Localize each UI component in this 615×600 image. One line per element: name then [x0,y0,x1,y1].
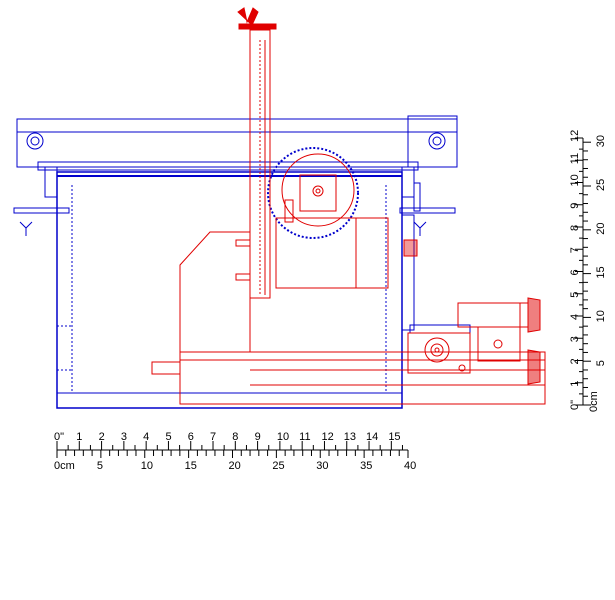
h-inch-label: 11 [299,431,310,443]
h-inch-label: 8 [232,431,238,443]
v-inch-label: 5 [569,292,581,298]
v-cm-label: 5 [595,360,607,366]
h-inch-label: 9 [255,431,261,443]
v-inch-label: 11 [569,153,581,164]
v-cm-label: 15 [595,266,607,278]
h-inch-label: 13 [344,431,356,443]
red-motor-body [179,231,251,353]
h-ruler-cm-zero: 0cm [54,460,75,472]
h-inch-label: 7 [210,431,216,443]
h-cm-label: 40 [404,460,416,472]
v-inch-label: 9 [569,203,581,209]
v-inch-label: 10 [569,174,581,186]
v-inch-label: 3 [569,336,581,342]
red-base [179,351,546,405]
h-cm-label: 20 [229,460,241,472]
h-inch-label: 6 [188,431,194,443]
v-inch-label: 6 [569,269,581,275]
h-inch-label: 10 [277,431,289,443]
h-inch-label: 14 [366,431,378,443]
red-feed-mechanism [407,332,471,374]
h-cm-label: 15 [185,460,197,472]
h-ruler-inch-zero: 0" [54,431,64,443]
blue-top-beam [16,118,458,168]
red-machine-outline [151,7,546,405]
blue-bolt-left [26,132,44,150]
blue-blade-guard [267,147,359,239]
v-cm-label: 20 [595,223,607,235]
h-inch-label: 5 [165,431,171,443]
h-cm-label: 10 [141,460,153,472]
red-column [249,29,271,299]
h-cm-label: 30 [316,460,328,472]
h-inch-label: 3 [121,431,127,443]
blue-bolt-right [428,132,446,150]
v-inch-label: 4 [569,314,581,320]
v-ruler-inch-zero: 0" [569,400,581,410]
v-inch-label: 1 [569,381,581,387]
v-inch-label: 2 [569,358,581,364]
v-cm-label: 10 [595,310,607,322]
h-cm-label: 25 [272,460,284,472]
v-ruler-cm-zero: 0cm [588,391,600,412]
red-blade-hub [281,153,355,227]
h-inch-label: 12 [321,431,333,443]
v-inch-label: 8 [569,225,581,231]
h-inch-label: 1 [76,431,82,443]
h-cm-label: 5 [97,460,103,472]
v-inch-label: 12 [569,130,581,142]
h-cm-label: 35 [360,460,372,472]
red-handle [237,7,259,26]
v-inch-label: 7 [569,247,581,253]
v-cm-label: 25 [595,179,607,191]
h-inch-label: 15 [388,431,400,443]
v-cm-label: 30 [595,135,607,147]
blue-machine-outline [13,115,471,409]
h-inch-label: 2 [99,431,105,443]
blue-frame [56,171,403,409]
h-inch-label: 4 [143,431,149,443]
